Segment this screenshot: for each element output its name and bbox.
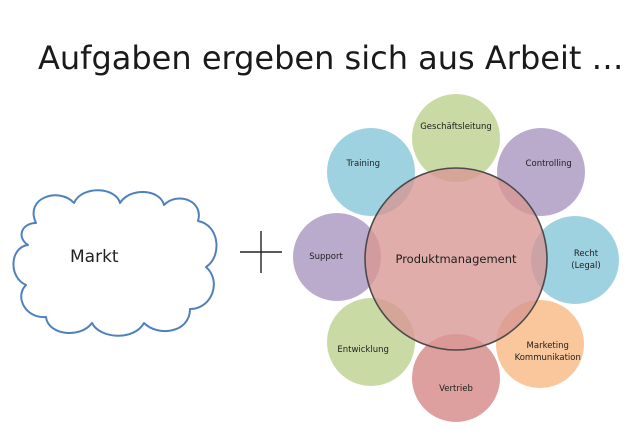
satellite-label-4: Marketing Kommunikation — [514, 340, 581, 363]
satellite-label-1: Geschäftsleitung — [420, 122, 492, 132]
satellite-label-6: Entwicklung — [337, 344, 389, 355]
satellite-circle-7 — [293, 213, 381, 301]
slide-title: Aufgaben ergeben sich aus Arbeit … — [38, 39, 624, 77]
market-label: Markt — [70, 247, 119, 267]
plus-sign — [238, 229, 284, 279]
center-label: Produktmanagement — [395, 252, 517, 266]
satellite-circle-5 — [412, 334, 500, 422]
satellite-circle-1 — [412, 94, 500, 182]
satellite-label-7: Support — [309, 251, 343, 262]
center-circle — [364, 167, 548, 351]
market-cloud: Markt — [8, 183, 222, 341]
cloud-shape — [12, 189, 218, 337]
cloud-outline — [12, 189, 218, 337]
satellite-label-3: Recht (Legal) — [571, 249, 601, 272]
satellite-label-2: Controlling — [525, 159, 572, 170]
satellite-label-8: Training — [346, 159, 381, 170]
satellite-label-5: Vertrieb — [439, 384, 473, 394]
satellite-circle-3 — [531, 216, 619, 304]
